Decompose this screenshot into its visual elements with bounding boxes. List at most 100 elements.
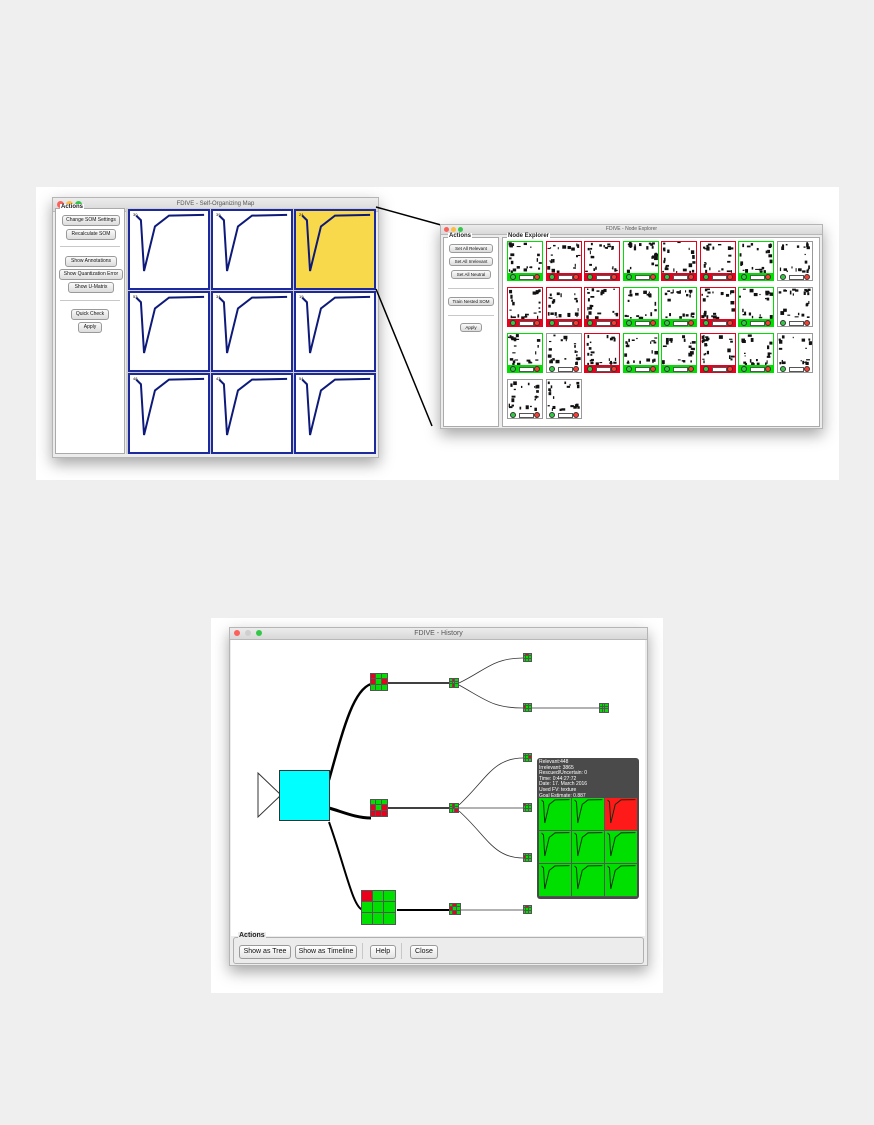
show-annotations-button[interactable]: Show Annotations bbox=[65, 256, 117, 267]
neutral-slider[interactable] bbox=[750, 367, 765, 372]
neutral-slider[interactable] bbox=[596, 275, 611, 280]
irrelevant-dot-icon[interactable] bbox=[534, 366, 540, 372]
node-status-bar[interactable] bbox=[508, 365, 542, 372]
relevant-dot-icon[interactable] bbox=[625, 320, 632, 326]
neutral-slider[interactable] bbox=[634, 321, 650, 326]
node-status-bar[interactable] bbox=[777, 273, 812, 280]
neutral-slider[interactable] bbox=[596, 321, 611, 326]
close-window-icon[interactable] bbox=[234, 630, 240, 636]
minimize-window-icon[interactable] bbox=[451, 227, 456, 232]
irrelevant-dot-icon[interactable] bbox=[611, 320, 617, 326]
node-status-bar[interactable] bbox=[585, 365, 619, 372]
history-leaf-4[interactable] bbox=[522, 752, 533, 763]
relevant-dot-icon[interactable] bbox=[779, 366, 786, 372]
neutral-slider[interactable] bbox=[750, 275, 765, 280]
relevant-dot-icon[interactable] bbox=[510, 412, 516, 418]
set-all-neutral-button[interactable]: Set All Neutral bbox=[451, 270, 491, 279]
node-status-bar[interactable] bbox=[508, 411, 542, 418]
neutral-slider[interactable] bbox=[557, 413, 573, 418]
history-node-3a[interactable] bbox=[448, 902, 462, 916]
node-status-bar[interactable] bbox=[700, 319, 735, 326]
irrelevant-dot-icon[interactable] bbox=[572, 412, 579, 418]
node-thumbnail[interactable] bbox=[622, 287, 659, 327]
change-som-settings-button[interactable]: Change SOM Settings bbox=[62, 215, 120, 226]
node-thumbnail[interactable] bbox=[622, 241, 659, 281]
close-button[interactable]: Close bbox=[410, 945, 438, 959]
relevant-dot-icon[interactable] bbox=[548, 366, 555, 372]
set-all-relevant-button[interactable]: Set All Relevant bbox=[449, 244, 493, 253]
history-leaf-6[interactable] bbox=[522, 852, 533, 863]
node-thumbnail[interactable] bbox=[661, 333, 697, 373]
node-status-bar[interactable] bbox=[777, 319, 812, 326]
relevant-dot-icon[interactable] bbox=[741, 320, 747, 326]
node-status-bar[interactable] bbox=[508, 319, 542, 326]
irrelevant-dot-icon[interactable] bbox=[726, 274, 733, 280]
node-thumbnail[interactable] bbox=[507, 379, 543, 419]
irrelevant-dot-icon[interactable] bbox=[688, 274, 694, 280]
node-thumbnail[interactable] bbox=[661, 241, 697, 281]
irrelevant-dot-icon[interactable] bbox=[726, 366, 733, 372]
node-thumbnail[interactable] bbox=[738, 287, 774, 327]
node-thumbnail[interactable] bbox=[661, 287, 697, 327]
node-thumbnail[interactable] bbox=[507, 241, 543, 281]
show-u-matrix-button[interactable]: Show U-Matrix bbox=[68, 282, 114, 293]
irrelevant-dot-icon[interactable] bbox=[765, 274, 771, 280]
relevant-dot-icon[interactable] bbox=[510, 320, 516, 326]
history-leaf-3[interactable] bbox=[599, 703, 609, 713]
history-leaf-7[interactable] bbox=[522, 904, 533, 915]
irrelevant-dot-icon[interactable] bbox=[649, 320, 656, 326]
neutral-slider[interactable] bbox=[788, 275, 804, 280]
node-thumbnail[interactable] bbox=[738, 241, 774, 281]
node-status-bar[interactable] bbox=[623, 365, 658, 372]
irrelevant-dot-icon[interactable] bbox=[572, 366, 579, 372]
relevant-dot-icon[interactable] bbox=[702, 366, 709, 372]
som-cell[interactable]: 53 bbox=[128, 291, 210, 372]
irrelevant-dot-icon[interactable] bbox=[688, 366, 694, 372]
neutral-slider[interactable] bbox=[711, 321, 727, 326]
relevant-dot-icon[interactable] bbox=[625, 366, 632, 372]
neutral-slider[interactable] bbox=[673, 275, 688, 280]
node-thumbnail[interactable] bbox=[584, 241, 620, 281]
irrelevant-dot-icon[interactable] bbox=[572, 320, 579, 326]
irrelevant-dot-icon[interactable] bbox=[688, 320, 694, 326]
som-cell[interactable]: 34 bbox=[211, 291, 293, 372]
node-status-bar[interactable] bbox=[739, 273, 773, 280]
node-status-bar[interactable] bbox=[585, 319, 619, 326]
node-apply-button[interactable]: Apply bbox=[460, 323, 482, 332]
relevant-dot-icon[interactable] bbox=[548, 412, 555, 418]
show-as-timeline-button[interactable]: Show as Timeline bbox=[295, 945, 357, 959]
node-status-bar[interactable] bbox=[739, 319, 773, 326]
show-quantization-error-button[interactable]: Show Quantization Error bbox=[59, 269, 123, 280]
relevant-dot-icon[interactable] bbox=[548, 320, 555, 326]
relevant-dot-icon[interactable] bbox=[510, 274, 516, 280]
irrelevant-dot-icon[interactable] bbox=[765, 320, 771, 326]
irrelevant-dot-icon[interactable] bbox=[726, 320, 733, 326]
irrelevant-dot-icon[interactable] bbox=[803, 274, 810, 280]
history-node-2[interactable] bbox=[369, 798, 389, 818]
relevant-dot-icon[interactable] bbox=[510, 366, 516, 372]
history-node-3[interactable] bbox=[361, 890, 396, 925]
zoom-window-icon[interactable] bbox=[458, 227, 463, 232]
history-node-2a[interactable] bbox=[449, 803, 459, 813]
relevant-dot-icon[interactable] bbox=[548, 274, 555, 280]
som-cell[interactable]: 43 bbox=[211, 373, 293, 454]
node-status-bar[interactable] bbox=[508, 273, 542, 280]
som-cell[interactable]: 48 bbox=[128, 373, 210, 454]
neutral-slider[interactable] bbox=[519, 321, 534, 326]
node-status-bar[interactable] bbox=[777, 365, 812, 372]
irrelevant-dot-icon[interactable] bbox=[765, 366, 771, 372]
node-status-bar[interactable] bbox=[585, 273, 619, 280]
node-status-bar[interactable] bbox=[700, 273, 735, 280]
quick-check-button[interactable]: Quick Check bbox=[71, 309, 109, 320]
som-cell[interactable]: 30 bbox=[128, 209, 210, 290]
node-thumbnail[interactable] bbox=[545, 379, 582, 419]
irrelevant-dot-icon[interactable] bbox=[572, 274, 579, 280]
relevant-dot-icon[interactable] bbox=[741, 274, 747, 280]
node-thumbnail[interactable] bbox=[584, 333, 620, 373]
neutral-slider[interactable] bbox=[673, 321, 688, 326]
relevant-dot-icon[interactable] bbox=[664, 274, 670, 280]
history-leaf-1[interactable] bbox=[522, 652, 533, 663]
neutral-slider[interactable] bbox=[750, 321, 765, 326]
neutral-slider[interactable] bbox=[596, 367, 611, 372]
irrelevant-dot-icon[interactable] bbox=[649, 274, 656, 280]
